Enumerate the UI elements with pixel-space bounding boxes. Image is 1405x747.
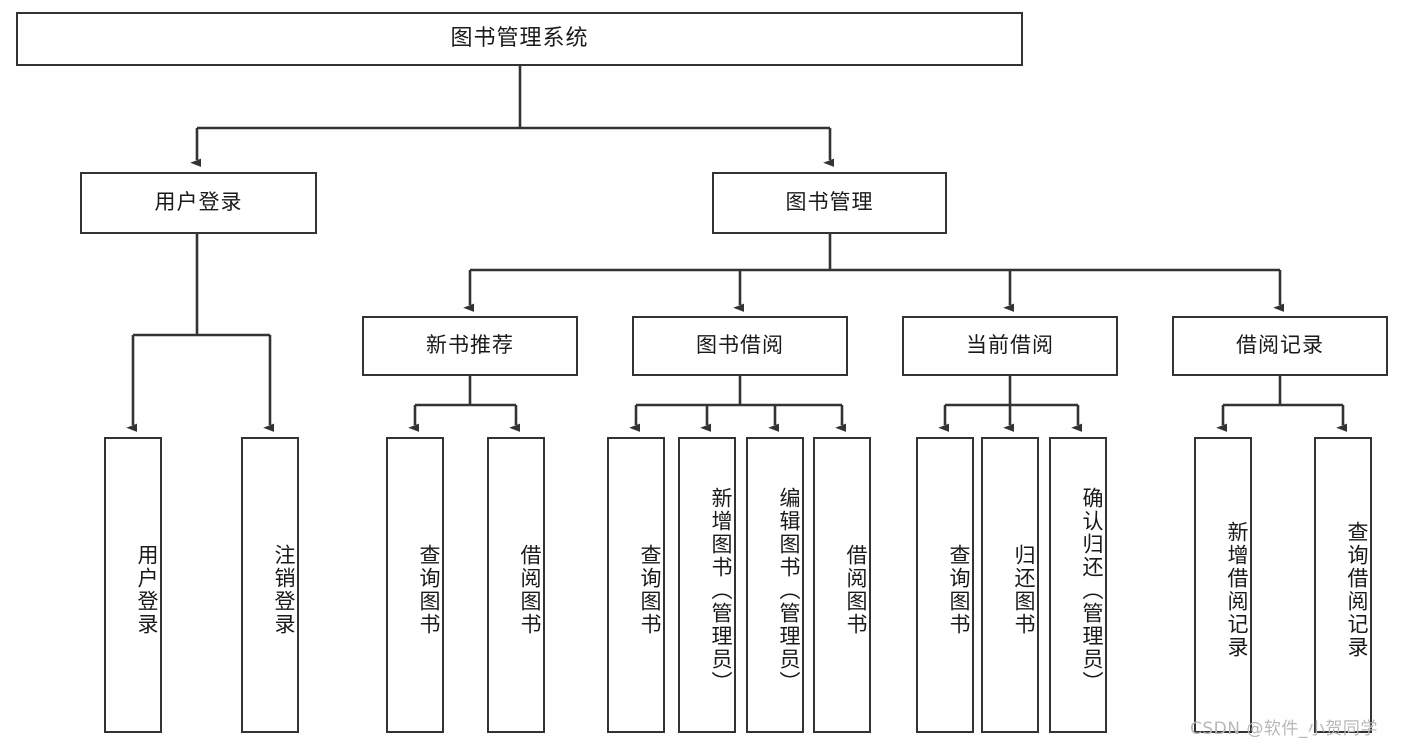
leaf-query-book-1-label: 查询图书: [417, 544, 441, 636]
node-user-login[interactable]: 用户登录: [80, 172, 317, 234]
leaf-query-borrow-record[interactable]: 查询借阅记录: [1314, 437, 1372, 733]
leaf-logout-login[interactable]: 注销登录: [241, 437, 299, 733]
leaf-query-borrow-record-label: 查询借阅记录: [1345, 521, 1369, 659]
leaf-query-book-3-label: 查询图书: [947, 544, 971, 636]
leaf-query-book-2[interactable]: 查询图书: [607, 437, 665, 733]
node-root-label: 图书管理系统: [450, 25, 589, 51]
node-borrow-record[interactable]: 借阅记录: [1172, 316, 1388, 376]
node-book-borrow[interactable]: 图书借阅: [632, 316, 848, 376]
leaf-add-borrow-record[interactable]: 新增借阅记录: [1194, 437, 1252, 733]
leaf-user-login[interactable]: 用户登录: [104, 437, 162, 733]
leaf-confirm-return-label: 确认归还（管理员）: [1080, 486, 1104, 694]
leaf-confirm-return[interactable]: 确认归还（管理员）: [1049, 437, 1107, 733]
leaf-user-login-label: 用户登录: [135, 544, 159, 636]
node-user-login-label: 用户登录: [154, 190, 243, 215]
node-new-book-recommend-label: 新书推荐: [426, 333, 514, 358]
leaf-edit-book[interactable]: 编辑图书（管理员）: [746, 437, 804, 733]
leaf-add-book[interactable]: 新增图书（管理员）: [678, 437, 736, 733]
leaf-return-book-label: 归还图书: [1012, 544, 1036, 636]
leaf-logout-login-label: 注销登录: [272, 544, 296, 636]
node-new-book-recommend[interactable]: 新书推荐: [362, 316, 578, 376]
leaf-borrow-book-1[interactable]: 借阅图书: [487, 437, 545, 733]
node-current-borrow[interactable]: 当前借阅: [902, 316, 1118, 376]
leaf-return-book[interactable]: 归还图书: [981, 437, 1039, 733]
node-book-borrow-label: 图书借阅: [696, 333, 784, 358]
leaf-query-book-2-label: 查询图书: [638, 544, 662, 636]
node-current-borrow-label: 当前借阅: [966, 333, 1054, 358]
node-book-manage-label: 图书管理: [785, 190, 874, 215]
node-book-manage[interactable]: 图书管理: [712, 172, 947, 234]
leaf-query-book-3[interactable]: 查询图书: [916, 437, 974, 733]
leaf-add-borrow-record-label: 新增借阅记录: [1225, 521, 1249, 659]
leaf-borrow-book-2-label: 借阅图书: [844, 544, 868, 636]
leaf-borrow-book-1-label: 借阅图书: [518, 544, 542, 636]
leaf-edit-book-label: 编辑图书（管理员）: [777, 486, 801, 694]
leaf-query-book-1[interactable]: 查询图书: [386, 437, 444, 733]
leaf-borrow-book-2[interactable]: 借阅图书: [813, 437, 871, 733]
watermark: CSDN @软件_小贺同学: [1190, 719, 1378, 739]
node-borrow-record-label: 借阅记录: [1236, 333, 1324, 358]
node-root[interactable]: 图书管理系统: [16, 12, 1023, 66]
leaf-add-book-label: 新增图书（管理员）: [709, 486, 733, 694]
